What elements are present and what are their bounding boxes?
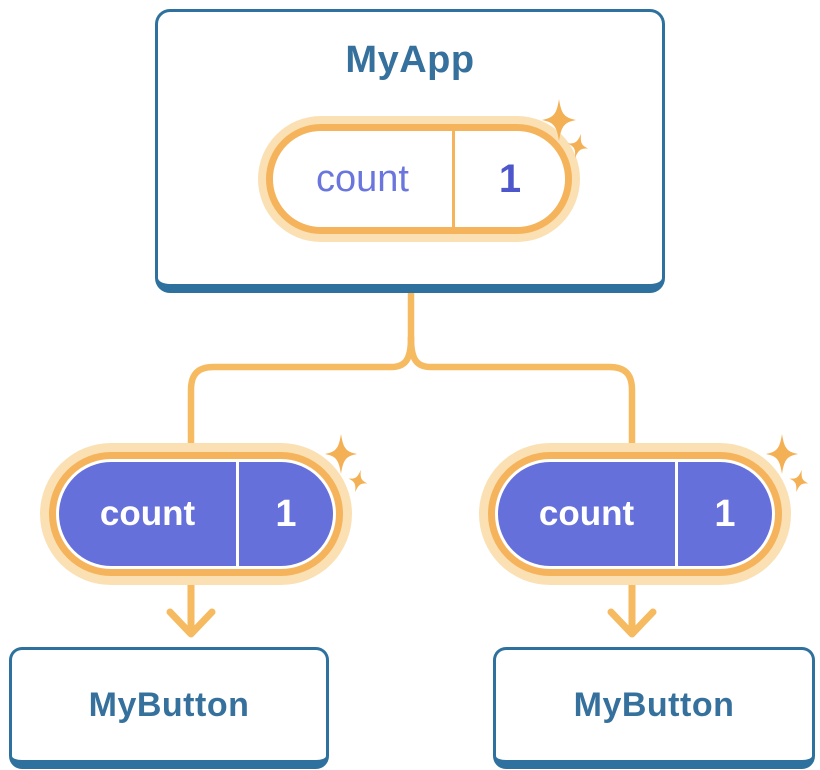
state-pill-child-right: count 1: [479, 443, 791, 585]
state-name: count: [316, 157, 409, 200]
connector-branch-right: [407, 334, 636, 456]
component-card-root: MyApp count 1: [155, 9, 665, 293]
component-title-root: MyApp: [345, 39, 475, 81]
state-value: 1: [498, 156, 522, 201]
component-title-child-left: MyButton: [88, 685, 250, 724]
component-card-child-left: MyButton: [9, 647, 329, 769]
pill-divider: [675, 462, 678, 566]
pill-divider: [452, 131, 455, 227]
pill-divider: [236, 462, 239, 566]
connector-branch-left: [187, 334, 415, 456]
state-pill-ring: count 1: [49, 452, 343, 576]
state-pill-ring: count 1: [488, 452, 782, 576]
component-card-child-right: MyButton: [493, 647, 815, 769]
component-title-child-right: MyButton: [573, 685, 735, 724]
state-pill-child-left: count 1: [40, 443, 352, 585]
state-pill-ring: count 1: [266, 124, 572, 234]
state-name: count: [99, 494, 196, 533]
state-pill-root: count 1: [258, 116, 580, 242]
state-name: count: [538, 494, 635, 533]
state-value: 1: [275, 492, 297, 535]
state-value: 1: [714, 492, 736, 535]
